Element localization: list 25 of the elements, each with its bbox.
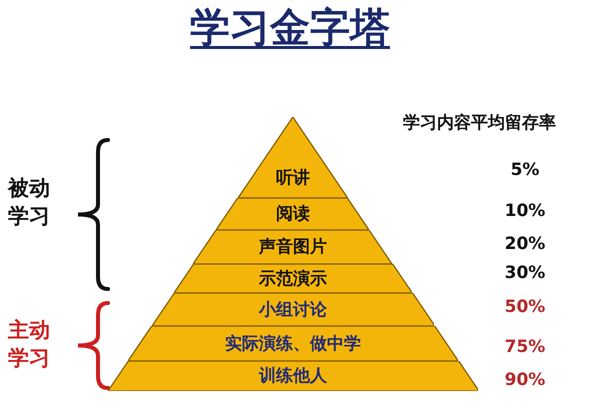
percentage-label: 75% (504, 337, 546, 357)
band-label: 阅读 (274, 204, 311, 224)
percentage-label: 30% (504, 263, 546, 283)
pyramid-band (216, 198, 370, 230)
percentage-label: 20% (504, 234, 546, 254)
percentage-label: 10% (504, 201, 546, 221)
band-label: 小组讨论 (258, 300, 328, 320)
band-label: 训练他人 (258, 366, 328, 386)
band-label: 听讲 (274, 168, 311, 188)
pyramid-band (152, 293, 434, 326)
pyramid-band (128, 326, 458, 361)
percentage-label: 50% (504, 297, 546, 317)
band-label: 实际演练、做中学 (224, 334, 362, 354)
band-label: 声音图片 (258, 237, 328, 257)
column-heading: 学习内容平均留存率 (402, 112, 557, 134)
percentage-label: 5% (510, 160, 540, 180)
pyramid-band (193, 230, 392, 264)
pyramid-band (108, 361, 478, 391)
group-label: 被动学习 (8, 175, 51, 230)
pyramid-band (238, 117, 348, 198)
group-label: 主动学习 (8, 317, 51, 372)
title: 学习金字塔 (189, 4, 391, 52)
percentage-label: 90% (504, 370, 546, 390)
pyramid-band (174, 264, 412, 293)
band-label: 示范演示 (258, 268, 328, 288)
